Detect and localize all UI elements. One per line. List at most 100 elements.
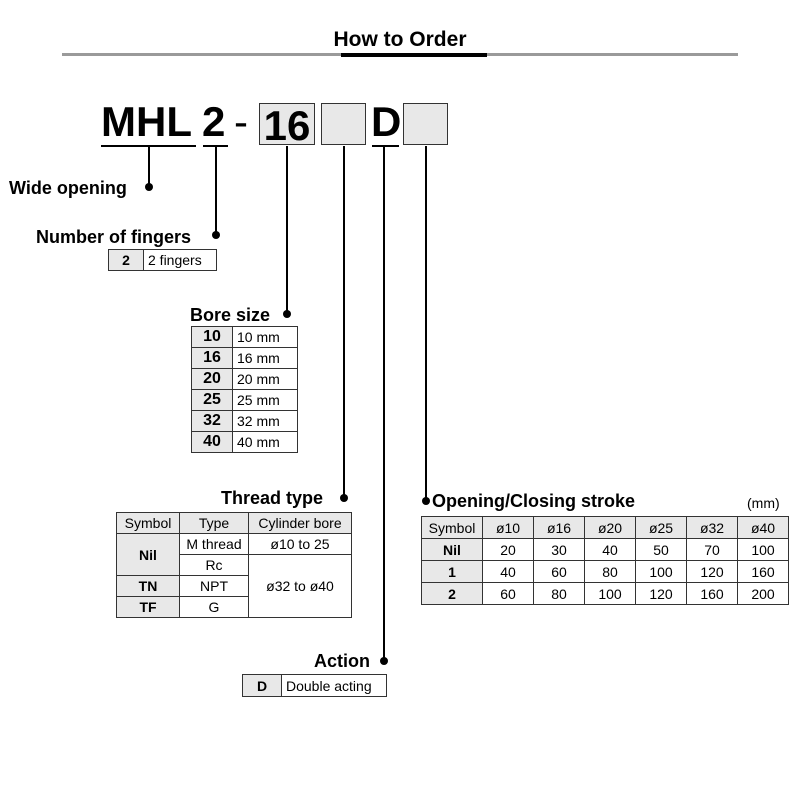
connector-dot: [340, 494, 348, 502]
model-prefix: MHL: [101, 98, 192, 145]
fingers-table: 2 2 fingers: [108, 249, 217, 271]
stroke-label: Opening/Closing stroke: [432, 491, 636, 511]
connector-dot: [422, 497, 430, 505]
stroke-value: 60: [533, 560, 585, 583]
model-stroke-box: [403, 103, 448, 145]
stroke-table: Symbol ø10 ø16 ø20 ø25 ø32 ø40 Nil 20 30…: [421, 516, 789, 605]
stroke-value: 50: [635, 538, 687, 561]
bore-desc: 25 mm: [232, 389, 298, 411]
connector-bore: [286, 146, 288, 313]
wide-opening-label: Wide opening: [9, 178, 127, 198]
connector-thread: [343, 146, 345, 497]
table-row: TN NPT: [116, 575, 352, 597]
stroke-header: Symbol: [421, 516, 483, 539]
model-bore-box: 16: [259, 103, 315, 148]
stroke-symbol: 1: [421, 560, 483, 583]
table-row: D Double acting: [242, 674, 387, 697]
thread-symbol: TF: [116, 596, 180, 618]
bore-desc: 16 mm: [232, 347, 298, 369]
stroke-value: 120: [635, 582, 687, 605]
stroke-value: 70: [686, 538, 738, 561]
title-underline: [341, 53, 487, 57]
bore-code: 16: [191, 347, 233, 369]
connector-action: [383, 146, 385, 661]
table-row: 1 40 60 80 100 120 160: [421, 560, 789, 583]
table-row: 2 2 fingers: [108, 249, 217, 271]
stroke-value: 30: [533, 538, 585, 561]
thread-symbol: Nil: [116, 533, 180, 576]
model-thread-box: [321, 103, 366, 145]
stroke-value: 120: [686, 560, 738, 583]
stroke-value: 100: [635, 560, 687, 583]
action-desc: Double acting: [281, 674, 387, 697]
stroke-header: ø16: [533, 516, 585, 539]
action-label: Action: [314, 651, 370, 671]
stroke-header: ø20: [584, 516, 636, 539]
connector-dot: [212, 231, 220, 239]
stroke-value: 60: [482, 582, 534, 605]
model-dash: -: [234, 98, 248, 145]
thread-bore: ø32 to ø40: [248, 554, 352, 618]
stroke-value: 80: [533, 582, 585, 605]
table-row: Nil 20 30 40 50 70 100: [421, 538, 789, 561]
fingers-desc: 2 fingers: [143, 249, 217, 271]
table-row: TF G: [116, 596, 352, 618]
thread-symbol: TN: [116, 575, 180, 597]
model-action-underline: [372, 145, 399, 147]
table-row: Rc ø32 to ø40: [117, 554, 352, 618]
stroke-value: 160: [686, 582, 738, 605]
connector-dot: [145, 183, 153, 191]
stroke-symbol: 2: [421, 582, 483, 605]
connector-dot: [380, 657, 388, 665]
thread-bore: ø10 to 25: [248, 533, 352, 555]
stroke-unit: (mm): [747, 495, 780, 511]
bore-desc: 40 mm: [232, 431, 298, 453]
thread-type: G: [179, 596, 249, 618]
thread-header: Cylinder bore: [248, 512, 352, 534]
stroke-value: 40: [482, 560, 534, 583]
table-row: Symbol Type Cylinder bore: [116, 512, 352, 534]
connector-wide-opening: [148, 146, 150, 186]
stroke-value: 100: [737, 538, 789, 561]
bore-desc: 32 mm: [232, 410, 298, 432]
stroke-value: 200: [737, 582, 789, 605]
bore-code: 10: [191, 326, 233, 348]
stroke-header: ø10: [482, 516, 534, 539]
table-row: Nil M thread ø10 to 25: [116, 533, 352, 576]
bore-desc: 20 mm: [232, 368, 298, 390]
thread-type: NPT: [179, 575, 249, 597]
fingers-code: 2: [108, 249, 144, 271]
stroke-value: 100: [584, 582, 636, 605]
bore-label: Bore size: [190, 305, 271, 325]
connector-dot: [283, 310, 291, 318]
thread-header: Type: [179, 512, 249, 534]
stroke-header: ø40: [737, 516, 789, 539]
connector-stroke: [425, 146, 427, 501]
bore-code: 20: [191, 368, 233, 390]
thread-header: Symbol: [116, 512, 180, 534]
connector-fingers: [215, 146, 217, 234]
model-fingers-code: 2: [202, 98, 226, 145]
stroke-value: 80: [584, 560, 636, 583]
bore-desc: 10 mm: [232, 326, 298, 348]
thread-type: Rc: [179, 554, 249, 576]
bore-code: 40: [191, 431, 233, 453]
thread-label: Thread type: [221, 488, 324, 508]
thread-type: M thread: [179, 533, 249, 555]
model-action-code: D: [371, 98, 402, 145]
stroke-header: ø32: [686, 516, 738, 539]
stroke-value: 40: [584, 538, 636, 561]
stroke-value: 20: [482, 538, 534, 561]
stroke-symbol: Nil: [421, 538, 483, 561]
thread-table: Symbol Type Cylinder bore Nil M thread ø…: [116, 512, 352, 618]
stroke-header: ø25: [635, 516, 687, 539]
page-title: How to Order: [333, 28, 467, 51]
fingers-label: Number of fingers: [36, 227, 192, 247]
